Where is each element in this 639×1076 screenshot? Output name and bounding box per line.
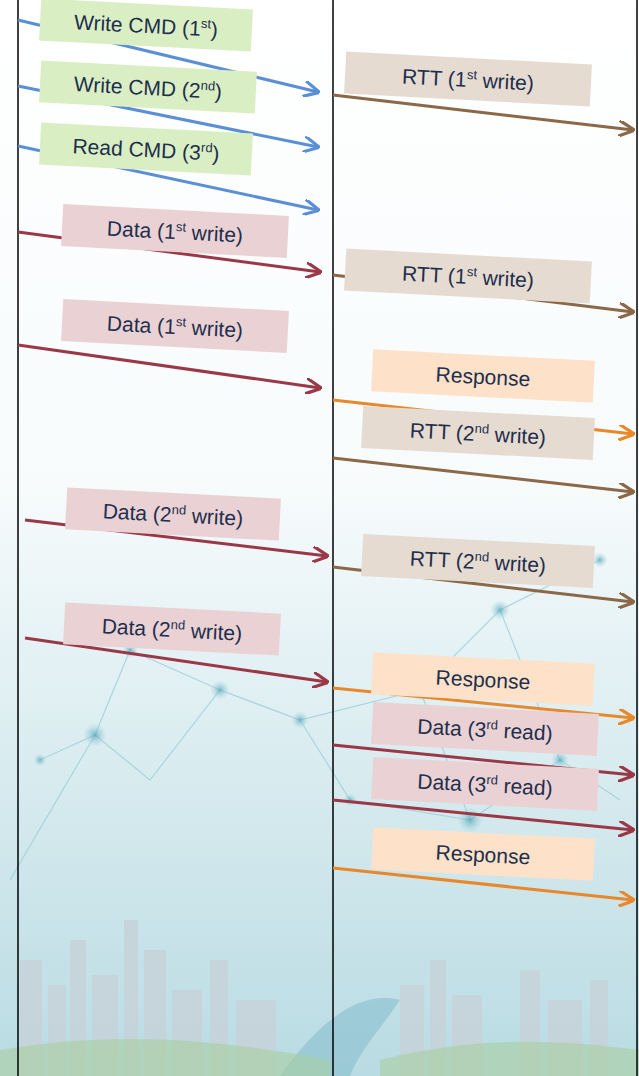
label-text: RTT (2nd write) <box>409 547 546 575</box>
lifelines <box>18 0 637 1076</box>
label-text: Response <box>435 841 531 867</box>
network-dot <box>34 754 46 766</box>
network-dot <box>211 681 229 699</box>
data-label: Data (1st write) <box>61 299 289 353</box>
label-text: Write CMD (1st) <box>74 11 219 40</box>
network-dot <box>84 724 106 746</box>
label-text: Data (1st write) <box>106 312 243 340</box>
label-text: Read CMD (3rd) <box>72 135 220 164</box>
network-dots <box>34 553 607 832</box>
label-text: Data (2nd write) <box>101 615 242 643</box>
response-label: Response <box>371 349 595 403</box>
network-dot <box>491 601 509 619</box>
command-label: Write CMD (2nd) <box>39 60 257 113</box>
data-label: Data (3rd read) <box>371 757 599 811</box>
network-dot <box>292 712 308 728</box>
rtt-label: RTT (2nd write) <box>361 406 595 460</box>
network-line <box>40 560 600 780</box>
command-label: Read CMD (3rd) <box>39 122 253 175</box>
greenery <box>0 1039 330 1076</box>
label-text: RTT (2nd write) <box>409 419 546 447</box>
data-label: Data (1st write) <box>61 204 289 258</box>
rtt-arrow <box>333 458 633 492</box>
lifeline <box>332 0 334 1076</box>
label-text: Write CMD (2nd) <box>73 73 222 102</box>
response-label: Response <box>371 652 595 706</box>
network-dot <box>593 553 607 567</box>
rtt-label: RTT (1st write) <box>344 249 592 304</box>
data-label: Data (2nd write) <box>65 487 281 540</box>
data-label: Data (3rd read) <box>371 702 599 756</box>
label-text: Data (1st write) <box>106 217 243 245</box>
label-text: RTT (1st write) <box>402 65 535 93</box>
greenery <box>380 1042 639 1076</box>
data-label: Data (2nd write) <box>63 602 281 655</box>
rtt-label: RTT (1st write) <box>344 52 592 107</box>
label-text: Data (2nd write) <box>102 500 243 528</box>
lifeline <box>636 0 638 1076</box>
label-text: RTT (1st write) <box>402 262 535 290</box>
lifeline <box>17 0 19 1076</box>
label-text: Response <box>435 666 531 692</box>
network-dot <box>552 752 568 768</box>
label-text: Data (3rd read) <box>417 715 553 743</box>
rtt-label: RTT (2nd write) <box>361 534 595 588</box>
label-text: Response <box>435 363 531 389</box>
command-label: Write CMD (1st) <box>39 0 253 52</box>
network-line <box>10 735 95 880</box>
response-label: Response <box>371 827 595 881</box>
label-text: Data (3rd read) <box>417 770 553 798</box>
network-lines <box>10 560 620 880</box>
